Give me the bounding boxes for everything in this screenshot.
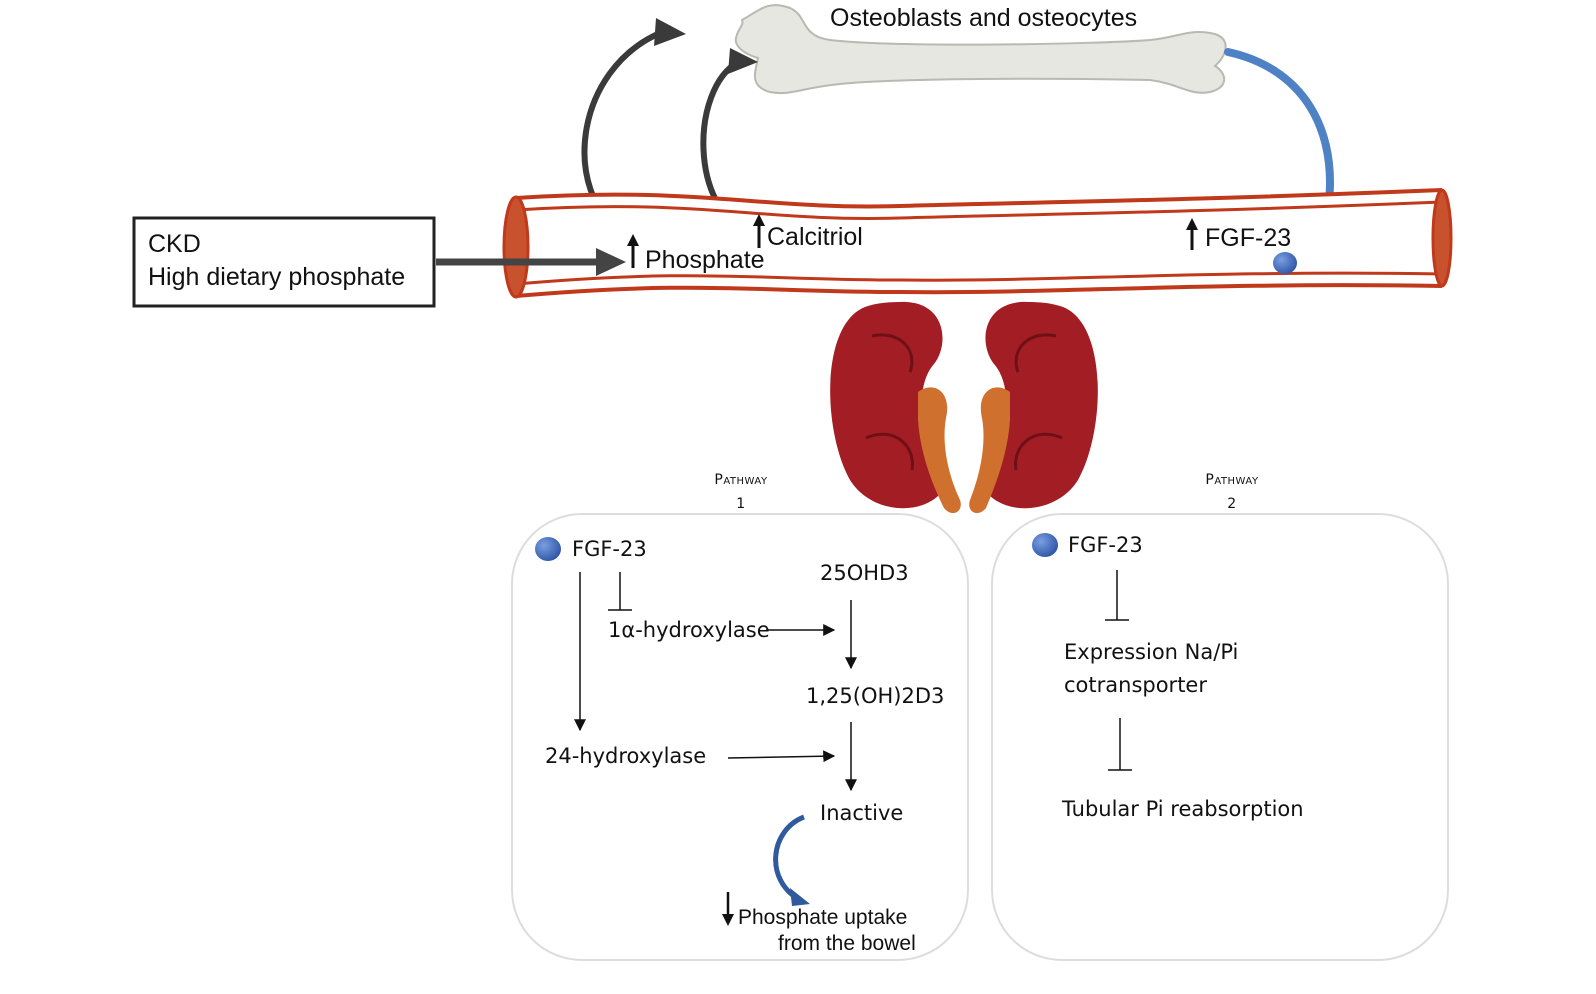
vessel-fgf23-dot [1273,252,1297,274]
input-arrow [436,248,626,276]
pathway1-title: Pathway [714,472,768,488]
right-ureter [969,387,1010,514]
pathway1-24-hydroxylase: 24-hydroxylase [545,744,706,768]
vessel-fgf23-label: FGF-23 [1205,224,1291,252]
vessel-right-opening [1431,188,1453,288]
pathway1-uptake-line1: Phosphate uptake [738,906,907,929]
pathway1-fgf23-label: FGF-23 [572,537,647,561]
bone-illustration [734,4,1227,95]
right-kidney [969,301,1098,514]
pathway1-inactive: Inactive [820,801,903,825]
ckd-input-box: CKD High dietary phosphate [132,216,436,308]
uptake-down-arrow [722,892,734,926]
dietary-phosphate-label: High dietary phosphate [148,263,405,291]
pathway1-uptake-line2: from the bowel [778,932,916,955]
pathway2-fgf23-label: FGF-23 [1068,533,1143,557]
pathway2-expression-line2: cotransporter [1064,673,1207,697]
bone-label: Osteoblasts and osteocytes [830,4,1137,32]
calcitriol-up-arrow [753,214,765,248]
pathway2-number: 2 [1227,496,1236,512]
left-kidney [830,301,961,514]
vessel-top-wall [515,188,1443,209]
pathway1-125oh2d3: 1,25(OH)2D3 [806,684,944,708]
inactive-to-uptake-arrow [773,814,812,910]
24-to-inactive-arrow [727,750,836,763]
pathway2-panel: Pathway 2 FGF-23 Expression Na/Pi cotran… [991,472,1449,961]
blood-vessel [502,188,1453,299]
phosphate-label: Phosphate [645,246,765,274]
pathway2-reabsorption: Tubular Pi reabsorption [1061,797,1304,821]
pathway1-25ohd3: 25OHD3 [820,561,909,585]
phosphate-up-arrow [627,234,639,268]
pathway1-panel: Pathway 1 FGF-23 1α-hydroxylase 25OHD3 1… [511,472,969,961]
left-ureter [918,387,961,514]
pathway2-title: Pathway [1205,472,1259,488]
calcitriol-label: Calcitriol [767,223,863,251]
fgf23-up-arrow [1186,218,1198,250]
pathway1-number: 1 [736,496,745,512]
pathway1-1a-hydroxylase: 1α-hydroxylase [608,618,770,642]
ckd-label: CKD [148,230,201,258]
pathway2-fgf23-dot [1032,533,1058,557]
pathway1-fgf23-dot [535,537,561,561]
vessel-left-opening [502,195,530,299]
pathway2-expression-line1: Expression Na/Pi [1064,640,1238,664]
vessel-bottom-wall [515,271,1443,286]
